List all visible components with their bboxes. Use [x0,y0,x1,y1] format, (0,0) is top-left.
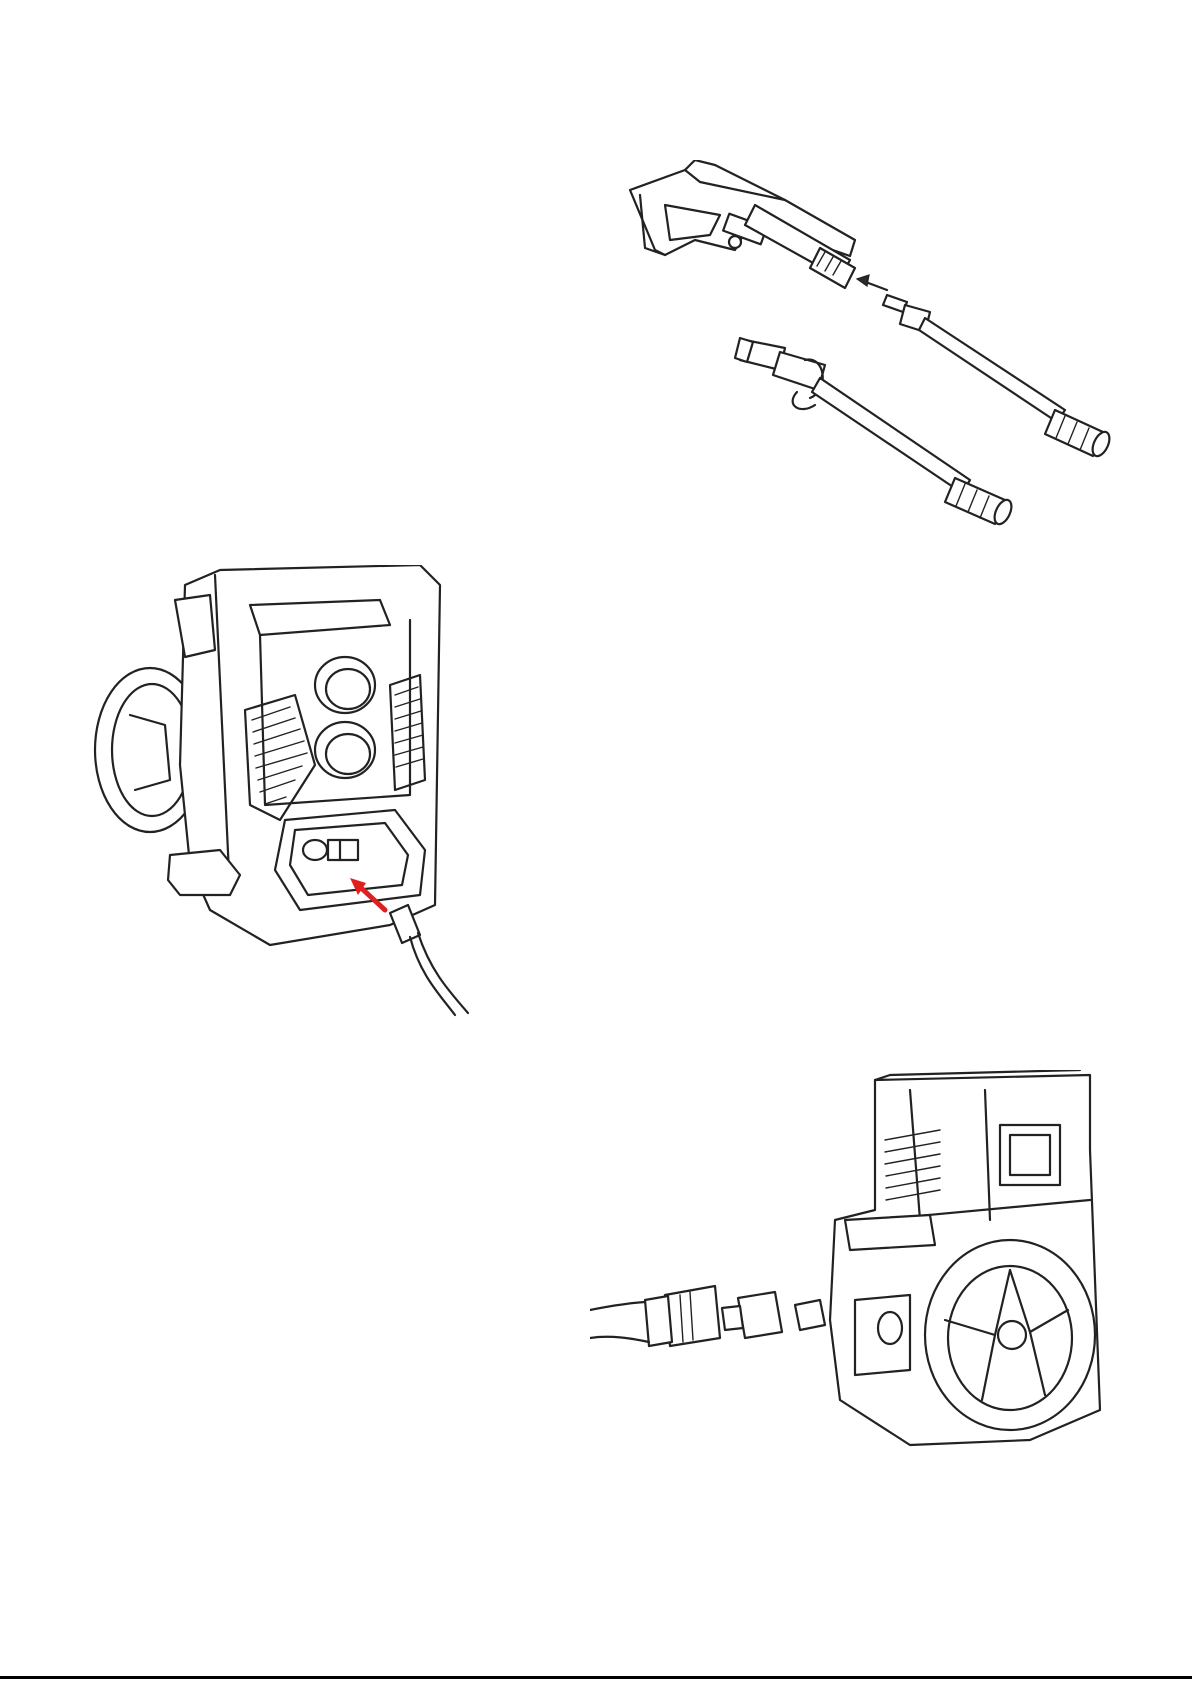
hose-outlet-illustration [90,565,475,1020]
water-inlet-illustration [590,1070,1105,1475]
pressure-washer-side-icon [590,1070,1105,1475]
bottom-page-rule [0,1676,1192,1679]
spray-gun-lance-illustration [625,160,1145,550]
spray-gun-lance-icon [625,160,1145,550]
pressure-washer-front-icon [90,565,475,1020]
